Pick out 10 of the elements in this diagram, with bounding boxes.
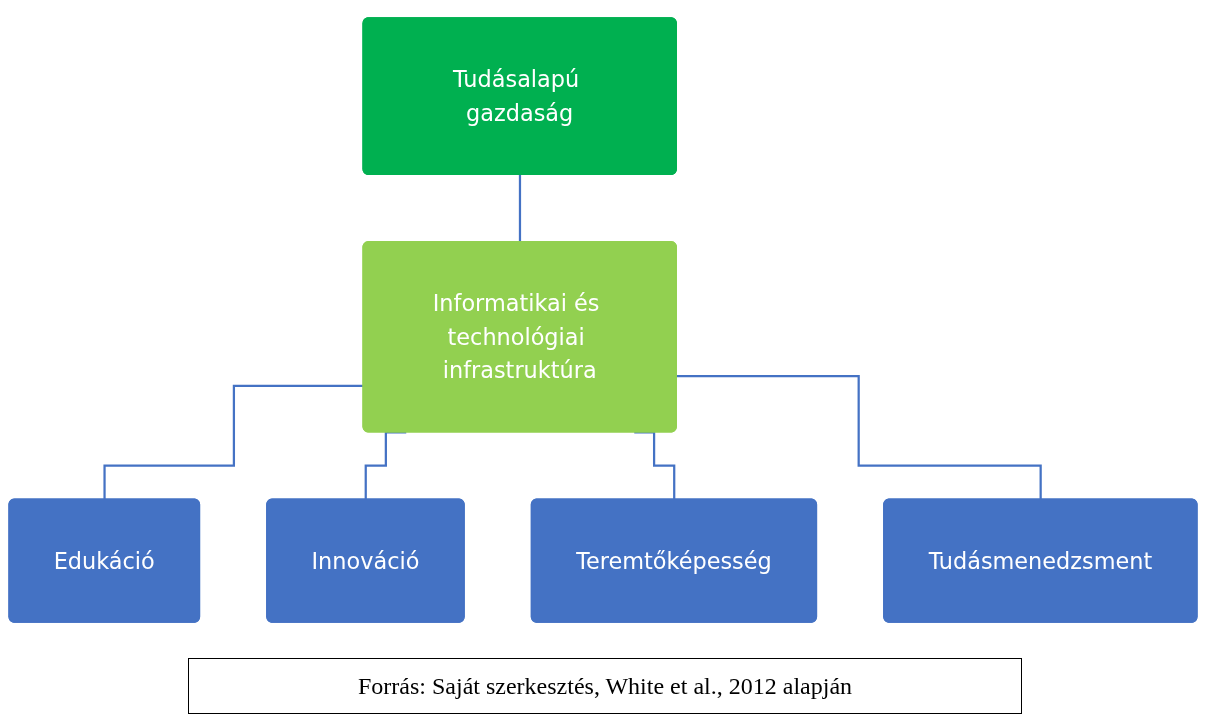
concept-box: Teremtőképesség — [530, 498, 818, 623]
connector — [676, 374, 1043, 501]
connector — [634, 431, 676, 501]
concept-box: Tudásalapú gazdaság — [362, 17, 677, 176]
concept-box: Edukáció — [8, 498, 201, 623]
concept-box: Innováció — [266, 498, 465, 623]
source-caption: Forrás: Saját szerkesztés, White et al., 2012 alapján — [357, 672, 853, 700]
concept-box: Informatikai és technológiai infrastruktúra — [362, 241, 677, 433]
concept-box: Tudásmenedzsment — [883, 498, 1198, 623]
connector — [364, 431, 407, 501]
